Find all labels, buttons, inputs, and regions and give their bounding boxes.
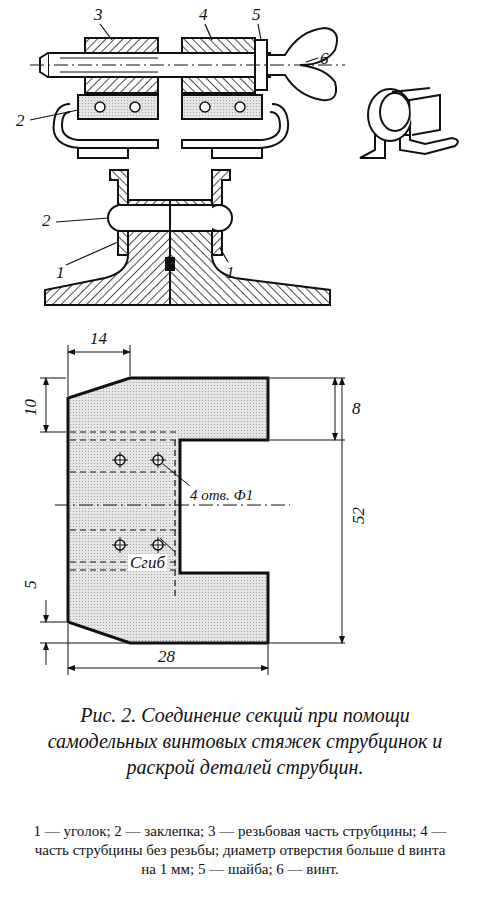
note-label: 4 отв. Ф1 xyxy=(190,488,253,503)
callout-number: 4 xyxy=(199,6,208,23)
callout-number: 3 xyxy=(94,6,103,23)
note-label: Сгиб xyxy=(128,554,167,571)
parts-list: 1 — уголок; 2 — заклепка; 3 — резьбовая … xyxy=(30,822,450,878)
dimension-label: 28 xyxy=(158,648,175,665)
dimension-label: 5 xyxy=(22,580,39,589)
callout-number: 1 xyxy=(56,264,65,281)
figure-caption: Рис. 2. Соединение секций при помощи сам… xyxy=(40,702,450,780)
callout-number: 2 xyxy=(42,212,51,229)
dimension-label: 10 xyxy=(22,399,39,416)
callout-number: 6 xyxy=(320,50,329,67)
callout-number: 5 xyxy=(252,6,261,23)
callout-number: 1 xyxy=(226,264,235,281)
dimension-label: 8 xyxy=(352,400,361,417)
callout-number: 2 xyxy=(16,112,25,129)
dimension-label: 52 xyxy=(350,507,367,524)
dimension-label: 14 xyxy=(90,330,107,347)
